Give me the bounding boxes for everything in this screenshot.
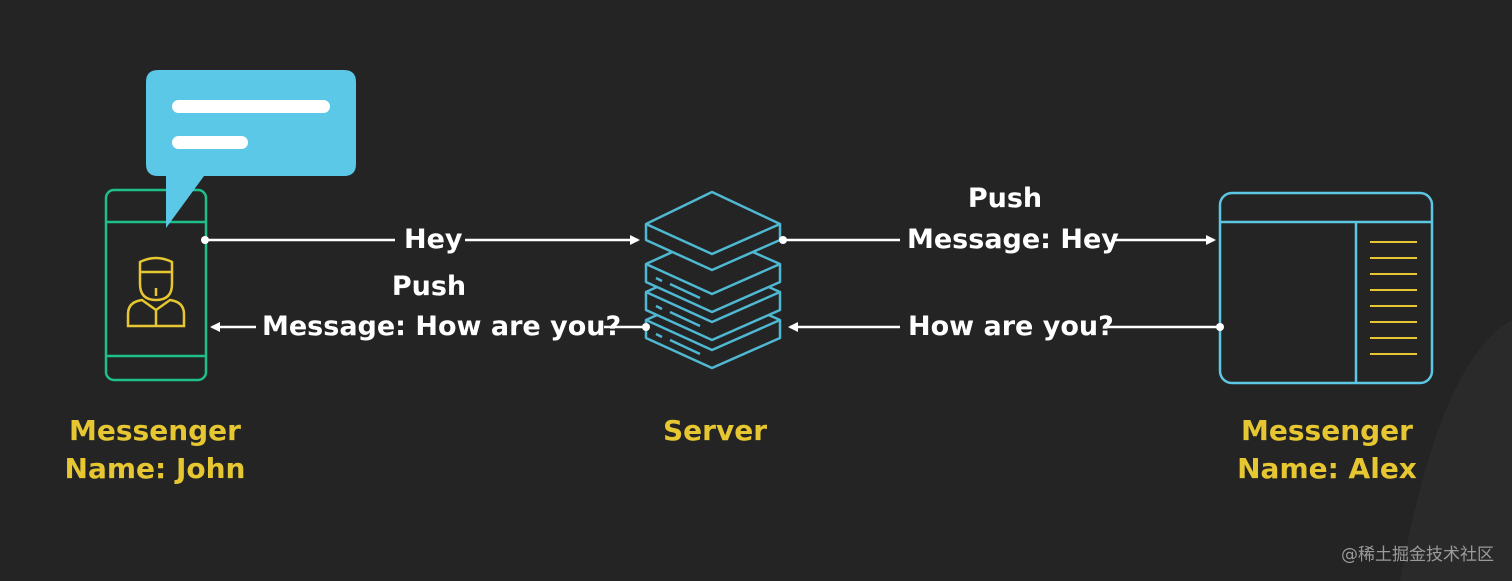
message-how-are-you: How are you? bbox=[908, 311, 1114, 342]
alex-label: Messenger Name: Alex bbox=[1227, 412, 1427, 488]
alex-label-line2: Name: Alex bbox=[1237, 452, 1417, 485]
john-label-line2: Name: John bbox=[64, 452, 246, 485]
message-push-john-line2: Message: How are you? bbox=[262, 311, 622, 342]
chat-bubble-icon bbox=[146, 70, 356, 228]
server-stack-icon bbox=[644, 190, 782, 370]
server-label: Server bbox=[662, 414, 767, 447]
john-label-line1: Messenger bbox=[69, 414, 241, 447]
user-icon bbox=[126, 256, 186, 328]
arrow-server-to-john bbox=[210, 322, 650, 332]
message-push-alex-line1: Push bbox=[967, 183, 1043, 214]
watermark: @稀土掘金技术社区 bbox=[1341, 545, 1494, 565]
arrow-john-to-server bbox=[201, 235, 640, 245]
message-push-john-line1: Push bbox=[391, 271, 467, 302]
message-hey: Hey bbox=[404, 224, 463, 255]
john-label: Messenger Name: John bbox=[55, 412, 255, 488]
arrow-server-to-alex bbox=[779, 235, 1216, 245]
background-arc bbox=[1400, 320, 1512, 581]
arrow-alex-to-server bbox=[788, 322, 1224, 332]
phone-icon bbox=[104, 188, 208, 382]
message-push-alex-line2: Message: Hey bbox=[907, 224, 1119, 255]
desktop-window-icon bbox=[1218, 191, 1434, 385]
alex-label-line1: Messenger bbox=[1241, 414, 1413, 447]
